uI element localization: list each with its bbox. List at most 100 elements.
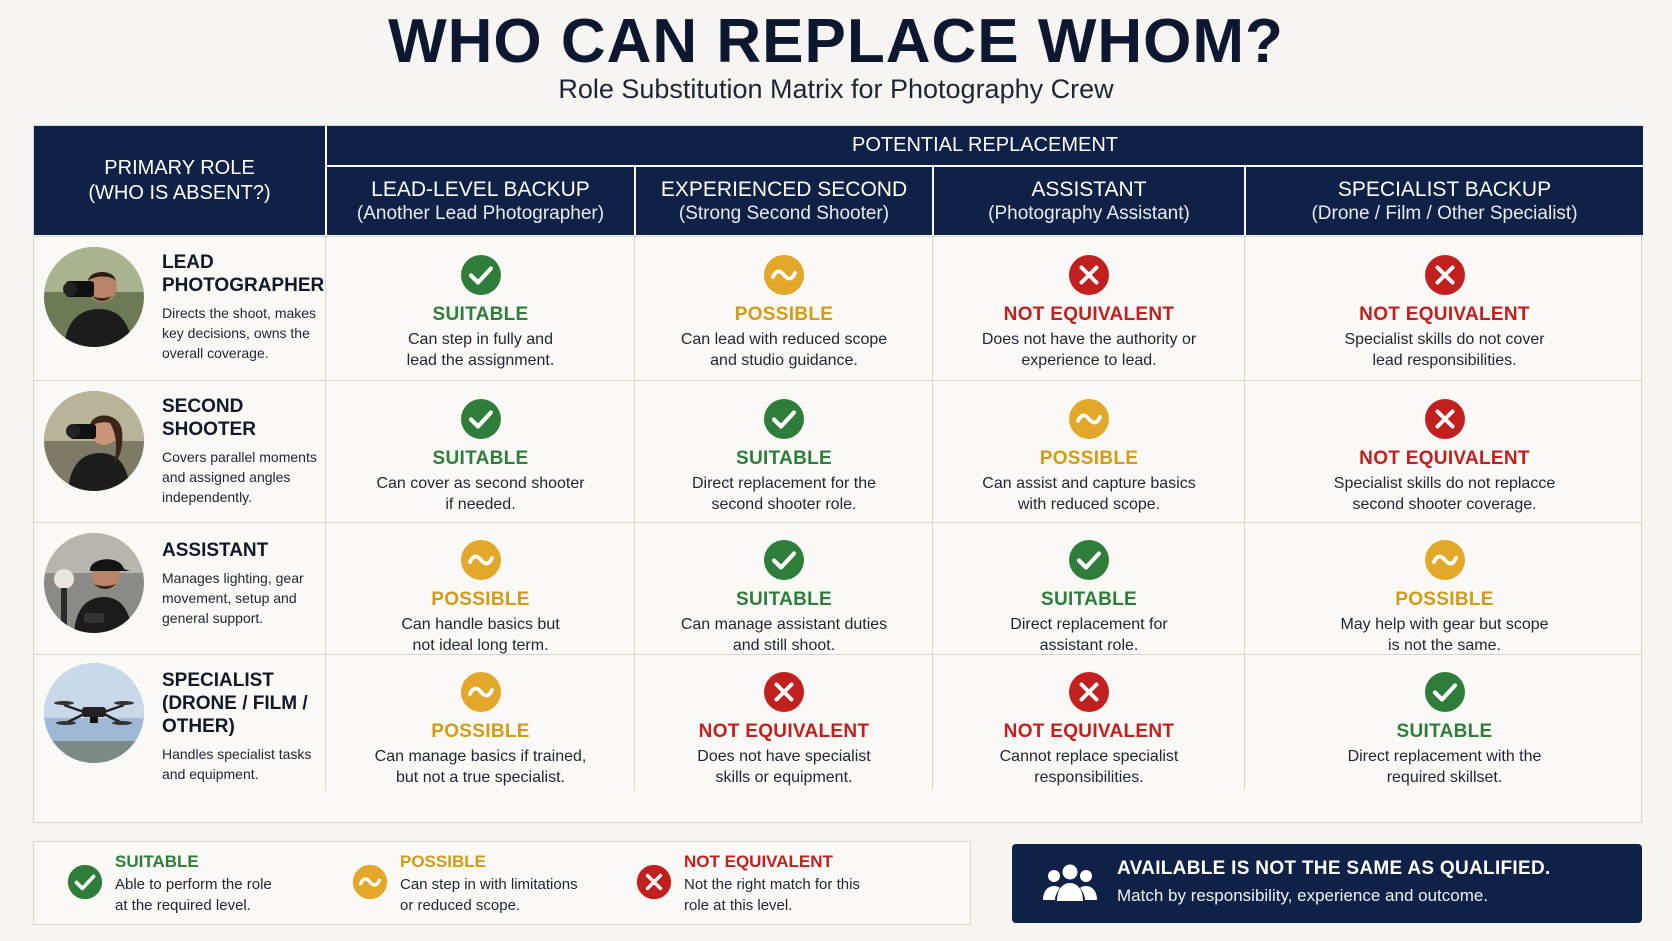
role-name-line: LEAD [162, 252, 214, 273]
cell-experienced-second: SUITABLE Direct replacement for the second… [636, 381, 933, 522]
legend-item-possible: POSSIBLE Can step in with limitations or… [352, 852, 612, 916]
cell-note-line: second shooter coverage. [1352, 496, 1537, 513]
cell-note-line: Direct replacement for the [691, 475, 877, 492]
legend-title: NOT EQUIVALENT [684, 852, 833, 871]
legend-title: SUITABLE [115, 852, 199, 871]
status-label: POSSIBLE [734, 304, 834, 325]
status-label: SUITABLE [1041, 589, 1137, 610]
cell-note-line: lead the assignment. [406, 352, 555, 369]
tilde-icon [460, 672, 501, 712]
cell-note-line: Can assist and capture basics [982, 475, 1196, 492]
cell-specialist-backup: NOT EQUIVALENT Specialist skills do not r… [1246, 381, 1643, 522]
cell-note-line: and studio guidance. [710, 352, 858, 369]
tilde-icon [764, 255, 804, 295]
status-label: SUITABLE [736, 589, 832, 610]
legend-desc-line: or reduced scope. [400, 897, 521, 914]
cell-lead-backup: SUITABLE Can cover as second shooter if ne… [327, 381, 635, 522]
cell-note-line: Can cover as second shooter [376, 475, 585, 492]
legend-item-suitable: SUITABLE Able to perform the role at the… [67, 852, 327, 916]
role-desc-line: Covers parallel moments [162, 449, 317, 465]
status-label: NOT EQUIVALENT [698, 721, 870, 742]
check-icon [1069, 540, 1109, 580]
role-name-line: SECOND [162, 396, 244, 417]
qualified-callout: AVAILABLE IS NOT THE SAME AS QUALIFIED. … [1012, 844, 1642, 923]
role-name-line: ASSISTANT [162, 540, 269, 561]
primary-role-header-line1: PRIMARY ROLE [104, 156, 255, 179]
role-desc-line: Handles specialist tasks [162, 746, 312, 762]
cell-note-line: Can manage assistant duties [680, 616, 888, 633]
column-header-name: ASSISTANT [1031, 177, 1147, 201]
cell-note-line: second shooter role. [711, 496, 857, 513]
legend: SUITABLE Able to perform the role at the… [33, 841, 971, 925]
column-header-name: LEAD-LEVEL BACKUP [371, 177, 590, 201]
cell-note-line: May help with gear but scope [1340, 616, 1549, 633]
cell-assistant: NOT EQUIVALENT Cannot replace specialist r… [934, 655, 1245, 790]
cell-note-line: Cannot replace specialist [999, 748, 1179, 765]
role-desc-line: movement, setup and [162, 590, 297, 606]
cell-assistant: POSSIBLE Can assist and capture basics wit… [934, 381, 1245, 522]
column-header-specialist-backup: SPECIALIST BACKUP (Drone / Film / Other … [1246, 167, 1643, 235]
role-avatar [44, 391, 144, 491]
page-subtitle: Role Substitution Matrix for Photography… [558, 74, 1114, 104]
role-avatar [44, 533, 144, 633]
page-title: WHO CAN REPLACE WHOM? [388, 7, 1284, 76]
cell-note-line: is not the same. [1388, 637, 1501, 654]
x-icon [1424, 255, 1465, 295]
legend-description: Able to perform the role at the required… [115, 874, 315, 916]
cell-note-line: with reduced scope. [1017, 496, 1161, 513]
primary-role-header: PRIMARY ROLE (WHO IS ABSENT?) [34, 126, 326, 235]
legend-desc-line: Not the right match for this [684, 876, 860, 893]
role-desc-line: independently. [162, 489, 253, 505]
cell-note-line: Does not have specialist [697, 748, 871, 765]
cell-note: Direct replacement for the second shooter… [636, 473, 932, 515]
cell-note-line: Does not have the authority or [981, 331, 1197, 348]
status-label: NOT EQUIVALENT [1359, 448, 1530, 469]
role-desc-line: overall coverage. [162, 345, 269, 361]
role-avatar [44, 663, 144, 763]
role-desc-line: key decisions, owns the [162, 325, 310, 341]
status-label: POSSIBLE [431, 589, 530, 610]
cell-note-line: if needed. [445, 496, 516, 513]
role-desc-line: Manages lighting, gear [162, 570, 304, 586]
substitution-matrix: PRIMARY ROLE (WHO IS ABSENT?) POTENTIAL … [33, 125, 1643, 823]
status-label: POSSIBLE [1039, 448, 1139, 469]
status-label: NOT EQUIVALENT [1003, 304, 1175, 325]
status-label: SUITABLE [432, 304, 529, 325]
legend-item-not-equivalent: NOT EQUIVALENT Not the right match for t… [636, 852, 916, 916]
cell-note-line: responsibilities. [1034, 769, 1144, 786]
x-icon [1069, 255, 1109, 295]
cell-note: Cannot replace specialist responsibilitie… [934, 746, 1244, 788]
status-label: SUITABLE [432, 448, 529, 469]
legend-desc-line: at the required level. [115, 897, 251, 914]
cell-note-line: Direct replacement for [1010, 616, 1168, 633]
check-icon [1424, 672, 1465, 712]
role-name: SPECIALIST(DRONE / FILM /OTHER) [162, 669, 322, 738]
cell-note-line: Can step in fully and [408, 331, 553, 348]
legend-description: Not the right match for this role at thi… [684, 874, 884, 916]
cell-note-line: but not a true specialist. [396, 769, 565, 786]
status-label: SUITABLE [736, 448, 832, 469]
x-icon [1424, 399, 1465, 439]
column-header-experienced-second: EXPERIENCED SECOND (Strong Second Shoote… [636, 167, 933, 235]
status-label: NOT EQUIVALENT [1003, 721, 1175, 742]
legend-desc-line: Can step in with limitations [400, 876, 578, 893]
tilde-icon [1424, 540, 1465, 580]
